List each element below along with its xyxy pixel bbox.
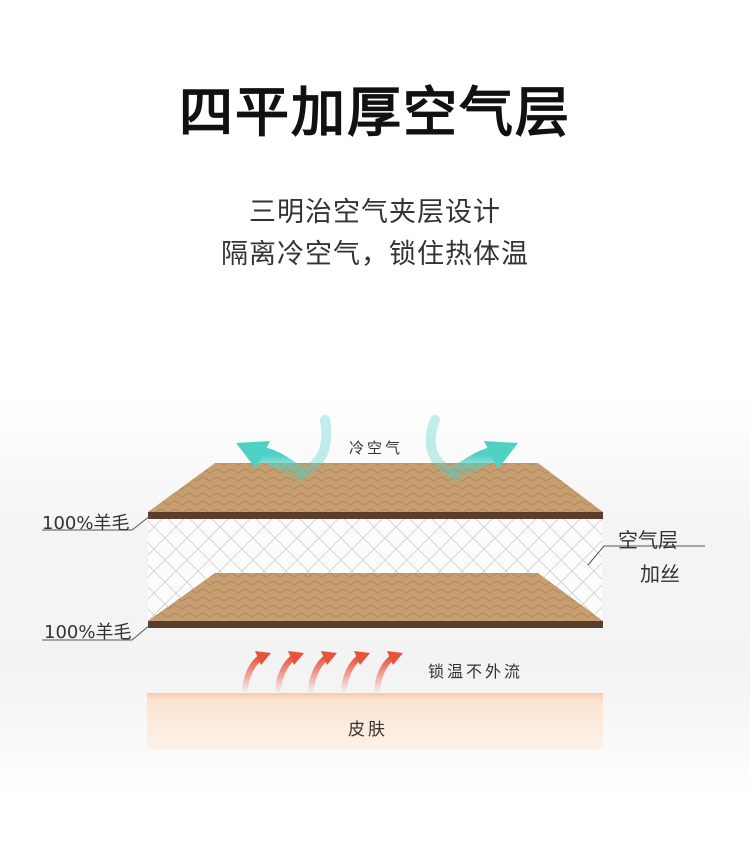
cold-air-arrow-left — [236, 415, 332, 483]
bottom-wool-label: 100%羊毛 — [44, 622, 132, 643]
air-layer-label: 空气层 — [618, 528, 678, 552]
skin-label: 皮肤 — [348, 720, 388, 740]
page-title: 四平加厚空气层 — [179, 81, 571, 144]
top-wool-label: 100%羊毛 — [42, 513, 130, 534]
subtitle-line-2: 隔离冷空气，锁住热体温 — [221, 239, 529, 270]
cold-air-arrow-right — [425, 415, 518, 483]
skin-layer — [147, 693, 603, 749]
wire-label: 加丝 — [640, 562, 680, 586]
bottom-wool-layer — [148, 573, 603, 628]
warmth-lock-label: 锁温不外流 — [428, 662, 524, 681]
subtitle-line-1: 三明治空气夹层设计 — [249, 197, 501, 228]
top-wool-layer — [148, 463, 603, 519]
layer-diagram — [42, 415, 705, 749]
warm-arrows — [242, 651, 403, 692]
cold-air-label: 冷空气 — [349, 439, 404, 457]
leader-lines — [42, 515, 705, 641]
